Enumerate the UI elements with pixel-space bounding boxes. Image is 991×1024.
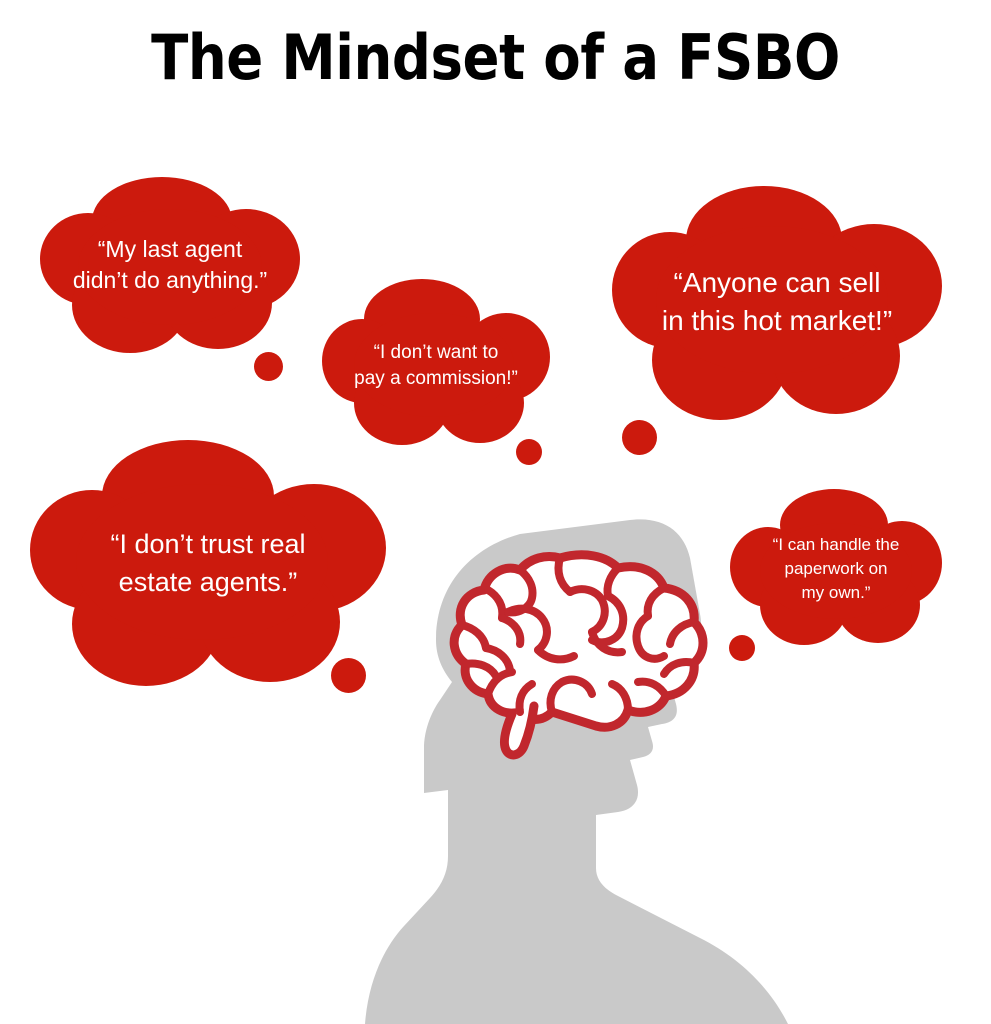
brain-illustration bbox=[449, 550, 708, 760]
thought-bubble-handle-paperwork: “I can handle the paperwork on my own.” bbox=[730, 487, 942, 647]
bubble-cloud-shape bbox=[322, 279, 550, 445]
thought-dot-large-5 bbox=[729, 635, 755, 661]
thought-dot-large-4 bbox=[331, 658, 366, 693]
bubble-cloud-shape bbox=[612, 186, 942, 420]
bubble-cloud-shape bbox=[30, 440, 386, 686]
brain-folds bbox=[458, 554, 698, 716]
thought-dot-large-3 bbox=[622, 420, 657, 455]
brain-stem bbox=[499, 701, 539, 760]
thought-bubble-anyone-can-sell: “Anyone can sell in this hot market!” bbox=[612, 182, 942, 422]
thought-dot-large-1 bbox=[254, 352, 283, 381]
page-title: The Mindset of a FSBO bbox=[151, 21, 840, 94]
thought-dot-large-2 bbox=[516, 439, 542, 465]
thought-bubble-my-last-agent: “My last agent didn’t do anything.” bbox=[40, 175, 300, 355]
thought-bubble-pay-a-commission: “I don’t want to pay a commission!” bbox=[322, 277, 550, 447]
bubble-cloud-shape bbox=[730, 489, 942, 645]
bubble-cloud-shape bbox=[40, 177, 300, 353]
thought-bubble-dont-trust-agents: “I don’t trust real estate agents.” bbox=[30, 438, 386, 688]
